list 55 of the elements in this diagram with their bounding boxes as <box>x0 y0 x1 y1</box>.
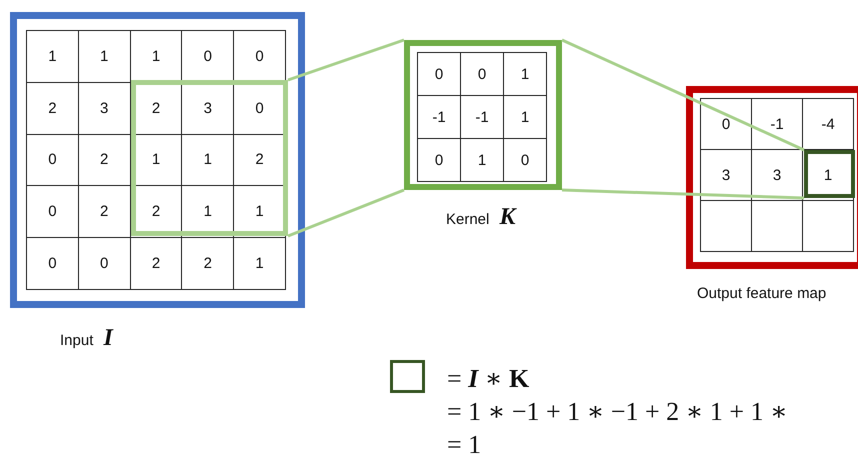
matrix-cell: 3 <box>701 150 752 201</box>
connector-line <box>562 188 804 200</box>
matrix-cell: 1 <box>182 134 234 186</box>
equation-line: = 1 ∗ −1 + 1 ∗ −1 + 2 ∗ 1 + 1 ∗ <box>447 396 788 428</box>
matrix-cell: 2 <box>234 134 286 186</box>
matrix-cell: 2 <box>182 238 234 290</box>
matrix-caption: Output feature map <box>697 285 826 302</box>
matrix-cell: 0 <box>27 134 79 186</box>
matrix-cell: 1 <box>27 31 79 83</box>
equation-line: = I ∗ K <box>447 363 530 395</box>
highlight-square-icon <box>390 360 425 393</box>
matrix-caption: Input I <box>60 326 113 350</box>
matrix-cell: 2 <box>130 186 182 238</box>
matrix-cell: 1 <box>803 150 854 201</box>
matrix-cell: 0 <box>504 139 547 182</box>
matrix-cell: -1 <box>461 96 504 139</box>
matrix-cell: 3 <box>182 82 234 135</box>
matrix-cell: 2 <box>78 186 131 238</box>
matrix-cell: 0 <box>234 31 286 83</box>
matrix-cell: 2 <box>27 82 79 135</box>
kernel-frame <box>404 40 562 190</box>
equation-line: = 1 <box>447 429 482 459</box>
matrix-cell: 1 <box>130 31 182 83</box>
sliding-window <box>131 80 288 236</box>
matrix-cell: 3 <box>78 82 131 135</box>
matrix-cell: 1 <box>234 238 286 290</box>
matrix-cell: -4 <box>803 99 854 150</box>
matrix-cell: 0 <box>182 31 234 83</box>
matrix-cell: 1 <box>182 186 234 238</box>
matrix-cell: -1 <box>418 96 461 139</box>
matrix-caption: Kernel K <box>446 205 516 229</box>
matrix-cell: -1 <box>752 99 803 150</box>
matrix-cell: 0 <box>27 238 79 290</box>
connector-line <box>287 188 405 238</box>
matrix-cell: 1 <box>504 96 547 139</box>
matrix-cell: 2 <box>130 82 182 135</box>
matrix-cell: 1 <box>504 53 547 96</box>
matrix-cell: 0 <box>78 238 131 290</box>
matrix-cell: 3 <box>752 150 803 201</box>
matrix-cell: 1 <box>78 31 131 83</box>
matrix-cell: 2 <box>130 238 182 290</box>
connector-line <box>288 38 404 82</box>
matrix-cell: 0 <box>701 99 752 150</box>
matrix-cell: 1 <box>461 139 504 182</box>
matrix-cell: 1 <box>234 186 286 238</box>
matrix-cell: 0 <box>418 139 461 182</box>
matrix-cell: 1 <box>130 134 182 186</box>
input-frame <box>10 12 305 308</box>
matrix-cell: 0 <box>27 186 79 238</box>
matrix-cell: 0 <box>418 53 461 96</box>
matrix-cell: 0 <box>234 82 286 135</box>
matrix-cell: 0 <box>461 53 504 96</box>
matrix-cell: 2 <box>78 134 131 186</box>
output-frame <box>686 86 858 269</box>
connector-line <box>561 38 805 152</box>
